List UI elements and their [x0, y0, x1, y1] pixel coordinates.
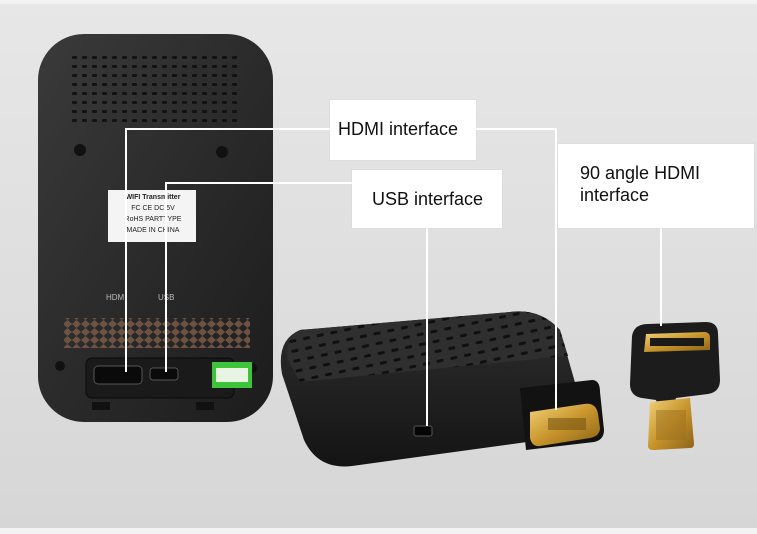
callout-usb-text: USB interface [372, 189, 484, 209]
label-line-2: FC CE DC 5V [131, 205, 175, 212]
angle-hdmi-adapter [630, 322, 720, 450]
label-line-3: RoHS PARTTYPE [124, 216, 182, 223]
port-label-hdmi: HDMI [106, 293, 127, 302]
device-label-text: WIFI Transmitter FC CE DC 5V RoHS PARTTY… [110, 192, 196, 236]
usb-leader-top-horizontal [165, 182, 352, 184]
hdmi-leader-left-vertical [125, 128, 127, 372]
top-border [0, 0, 757, 4]
callout-angle-hdmi-interface: 90 angle HDMI interface [558, 144, 754, 228]
device-label [108, 190, 196, 242]
callout-angle-text: 90 angle HDMI interface [580, 163, 701, 205]
label-line-4: MADE IN CHINA [126, 227, 180, 234]
callout-hdmi-interface: HDMI interface [330, 100, 476, 160]
usb-leader-down-vertical [426, 228, 428, 426]
usb-leader-left-vertical [165, 182, 167, 372]
callout-hdmi-text: HDMI interface [338, 119, 459, 139]
label-title: WIFI Transmitter [125, 194, 181, 201]
angle-leader-vertical [660, 228, 662, 326]
bottom-border [0, 528, 757, 534]
hdmi-leader-top-horizontal [125, 128, 330, 130]
callout-usb-interface: USB interface [352, 170, 502, 228]
hdmi-leader-right-vertical [555, 128, 557, 410]
hdmi-leader-right-horizontal [476, 128, 556, 130]
dongle-hdmi-connector [530, 403, 600, 447]
